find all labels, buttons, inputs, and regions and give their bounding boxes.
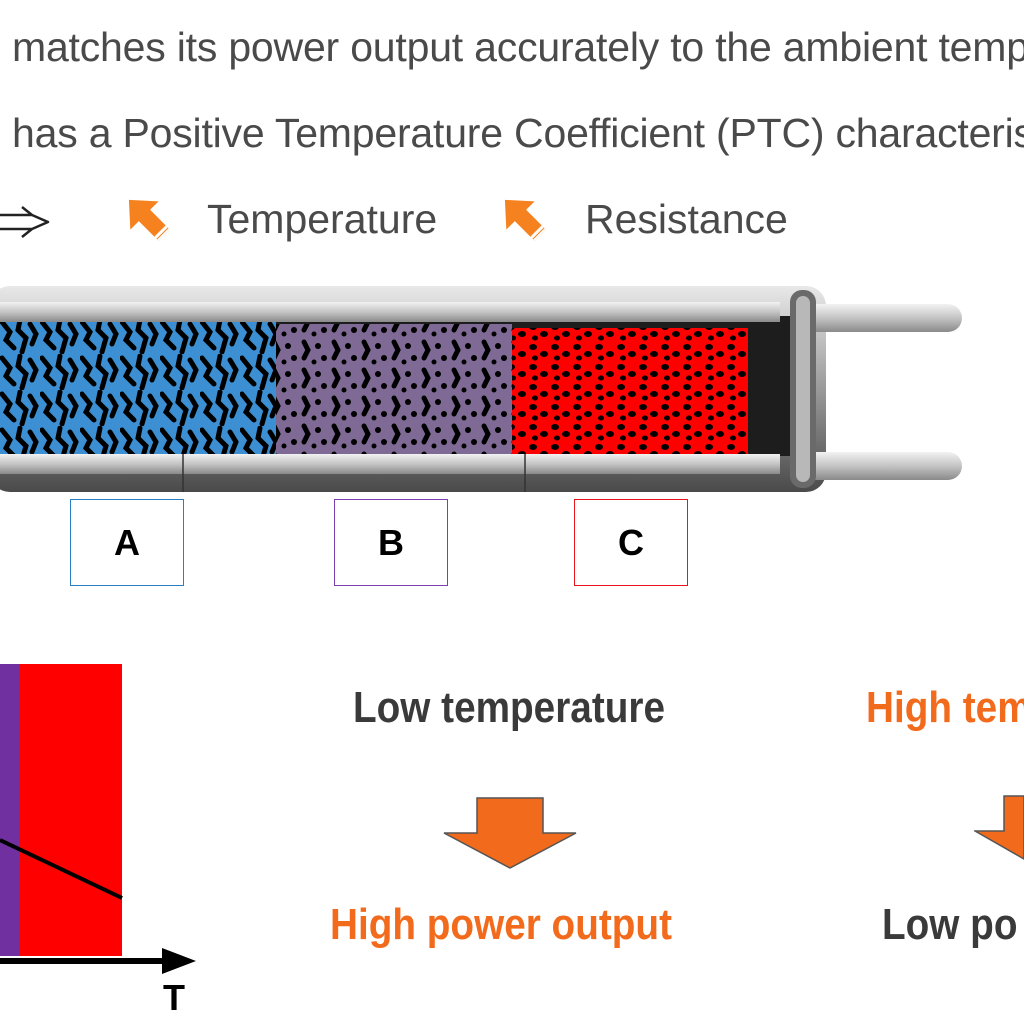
conductor-wire-top [800, 304, 962, 332]
graph-band-purple [0, 664, 20, 956]
power-temperature-graph: T [0, 664, 196, 1018]
high-temperature-label: High tem [866, 683, 1024, 732]
resistance-up-arrow-icon [504, 199, 546, 241]
conductor-wire-bottom [800, 452, 962, 480]
orange-down-arrow-icon [974, 795, 1024, 860]
low-temperature-label: Low temperature [353, 683, 665, 732]
x-axis-arrowhead [162, 948, 196, 974]
high-power-output-label: High power output [330, 900, 672, 949]
header-line-power-output: matches its power output accurately to t… [12, 24, 1024, 70]
orange-down-arrow-icon [443, 797, 577, 869]
temperature-up-arrow-icon [128, 199, 170, 241]
double-right-arrow-icon [0, 206, 50, 238]
low-power-output-label: Low po [882, 900, 1018, 949]
temperature-label: Temperature [207, 196, 438, 242]
power-curve [0, 838, 123, 900]
x-axis-label: T [163, 977, 185, 1018]
resistance-label: Resistance [585, 196, 788, 242]
heating-cable-diagram [0, 286, 962, 492]
section-label-a: A [70, 499, 184, 586]
header-line-ptc: has a Positive Temperature Coefficient (… [12, 110, 1024, 156]
section-label-b: B [334, 499, 448, 586]
section-label-c: C [574, 499, 688, 586]
graph-band-red [20, 664, 122, 956]
